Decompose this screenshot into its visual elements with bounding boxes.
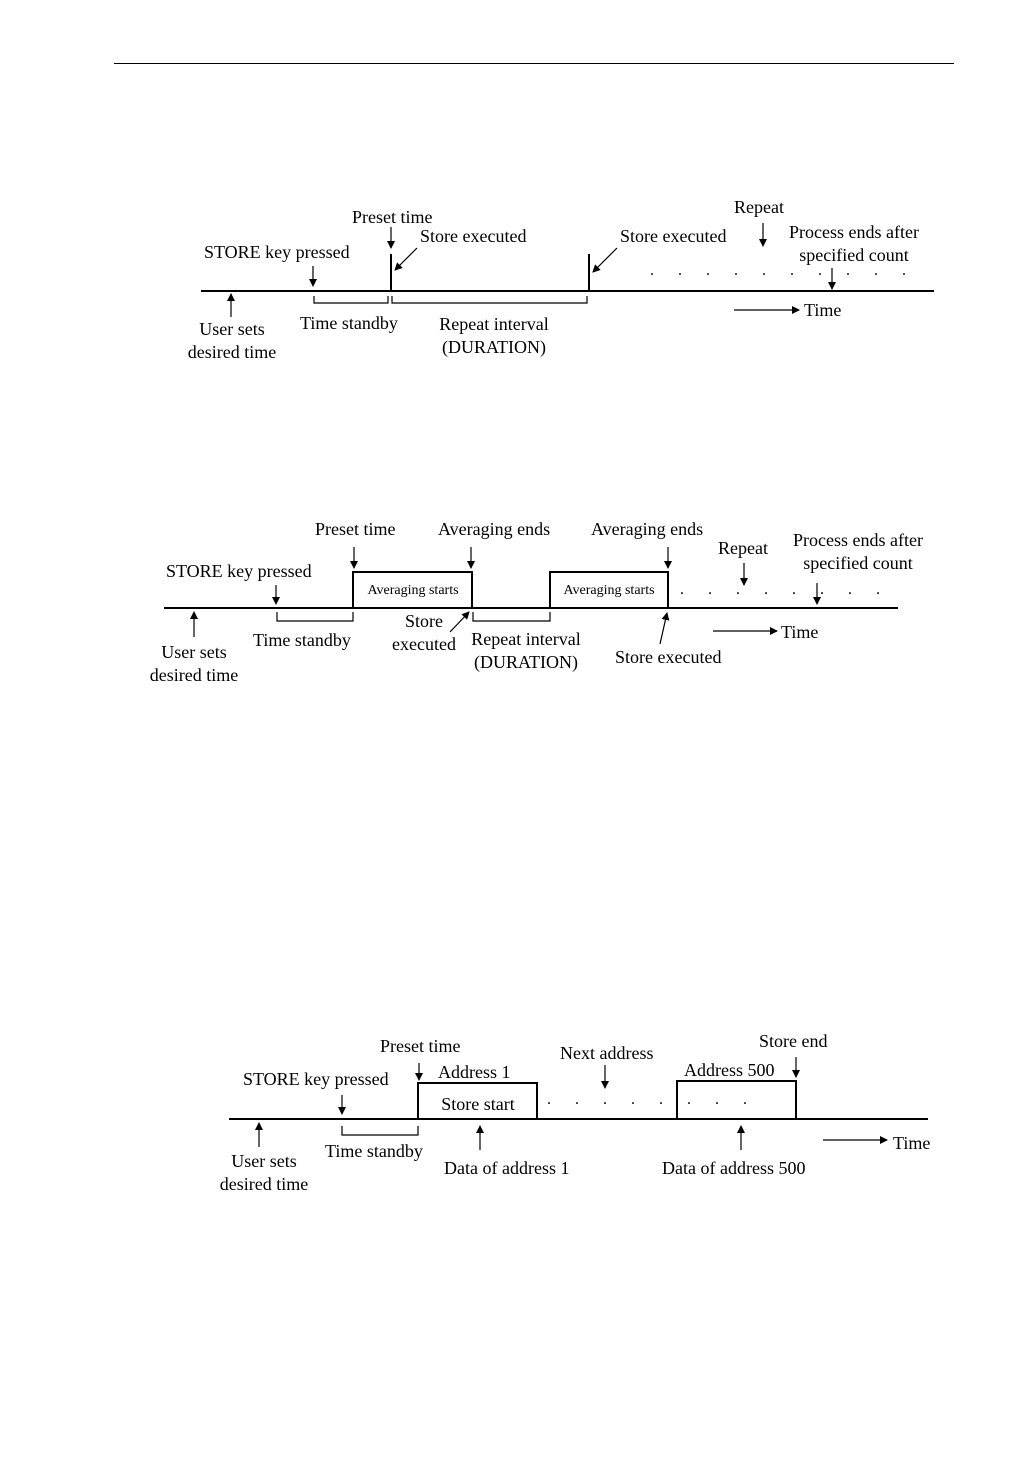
label-averaging-starts-2: Averaging starts: [563, 583, 655, 598]
label-user-sets-line2: desired time: [219, 1174, 309, 1194]
label-process-ends-line1: Process ends after: [793, 530, 923, 550]
label-address-500: Address 500: [684, 1060, 775, 1080]
label-process-ends-line2: specified count: [799, 245, 909, 265]
timing-diagram-averaging-store: Preset time Averaging ends Averaging end…: [0, 505, 1032, 745]
timing-diagram-1-graphics: [201, 223, 934, 317]
label-store-key-pressed: STORE key pressed: [204, 242, 350, 262]
bracket-time-standby: [313, 296, 389, 304]
label-time: Time: [781, 622, 819, 642]
label-user-sets: User sets desired time: [172, 318, 292, 364]
label-averaging-ends-1: Averaging ends: [438, 519, 551, 539]
label-store-executed-2: Store executed: [615, 647, 722, 667]
label-preset-time: Preset time: [380, 1036, 461, 1056]
label-store-executed-2: Store executed: [620, 226, 727, 246]
label-process-ends-line1: Process ends after: [789, 222, 919, 242]
bracket-time-standby: [341, 1126, 419, 1136]
bracket-repeat-interval: [472, 612, 551, 622]
label-user-sets-line2: desired time: [187, 342, 277, 362]
arrow-store-exec-1: [394, 247, 418, 271]
label-store-key-pressed: STORE key pressed: [166, 561, 312, 581]
label-preset-time: Preset time: [352, 207, 433, 227]
label-process-ends: Process ends after specified count: [770, 221, 938, 267]
label-data-address-500: Data of address 500: [662, 1158, 806, 1178]
label-time-standby: Time standby: [253, 630, 351, 650]
bracket-repeat-interval: [391, 296, 588, 304]
averaging-pulse-2: [549, 571, 669, 608]
header-rule: [114, 63, 954, 64]
label-repeat-interval-line1: Repeat interval: [471, 629, 581, 649]
label-process-ends-line2: specified count: [803, 553, 913, 573]
label-repeat-interval-line1: Repeat interval: [439, 314, 549, 334]
label-store-executed-1: Store executed: [420, 226, 527, 246]
label-repeat: Repeat: [734, 197, 784, 217]
label-time-standby: Time standby: [300, 313, 398, 333]
label-repeat-interval-line2: (DURATION): [442, 337, 546, 357]
label-repeat-interval: Repeat interval (DURATION): [452, 628, 600, 674]
label-user-sets: User sets desired time: [204, 1150, 324, 1196]
address-500-pulse: [676, 1080, 797, 1119]
label-next-address: Next address: [560, 1043, 654, 1063]
label-preset-time: Preset time: [315, 519, 396, 539]
label-user-sets-line1: User sets: [231, 1151, 297, 1171]
label-store-executed-1-line2: executed: [392, 634, 456, 654]
label-time-standby: Time standby: [325, 1141, 423, 1161]
label-user-sets-line2: desired time: [149, 665, 239, 685]
averaging-pulse-1: [352, 571, 473, 608]
label-repeat: Repeat: [718, 538, 768, 558]
label-time: Time: [893, 1133, 931, 1153]
continuation-dots: . . . . . . . .: [680, 581, 890, 598]
label-address-1: Address 1: [438, 1062, 511, 1082]
label-store-executed-1: Store executed: [368, 610, 480, 656]
label-data-address-1: Data of address 1: [444, 1158, 570, 1178]
label-user-sets-line1: User sets: [199, 319, 265, 339]
label-time: Time: [804, 300, 842, 320]
label-store-start: Store start: [441, 1094, 515, 1114]
continuation-dots: . . . . . . . .: [547, 1091, 757, 1108]
continuation-dots: . . . . . . . . . .: [650, 262, 916, 279]
timing-diagram-repeat-store: Preset time STORE key pressed Store exec…: [0, 190, 1032, 430]
label-process-ends: Process ends after specified count: [774, 529, 942, 575]
label-store-executed-1-line1: Store: [405, 611, 443, 631]
timing-diagram-3-graphics: [229, 1057, 928, 1150]
label-user-sets-line1: User sets: [161, 642, 227, 662]
arrow-store-exec-2: [592, 247, 618, 273]
label-repeat-interval: Repeat interval (DURATION): [420, 313, 568, 359]
label-averaging-starts-1: Averaging starts: [367, 583, 459, 598]
arrow-store-executed-2: [659, 612, 670, 645]
arrow-store-executed-1: [449, 611, 470, 633]
address-1-pulse: [417, 1082, 538, 1119]
label-store-key-pressed: STORE key pressed: [243, 1069, 389, 1089]
label-averaging-ends-2: Averaging ends: [591, 519, 704, 539]
label-store-end: Store end: [759, 1031, 828, 1051]
timing-diagram-2-graphics: [164, 547, 898, 645]
bracket-time-standby: [276, 612, 354, 622]
timing-diagram-address-store: Preset time Next address Store end STORE…: [0, 1025, 1032, 1265]
label-repeat-interval-line2: (DURATION): [474, 652, 578, 672]
label-user-sets: User sets desired time: [134, 641, 254, 687]
